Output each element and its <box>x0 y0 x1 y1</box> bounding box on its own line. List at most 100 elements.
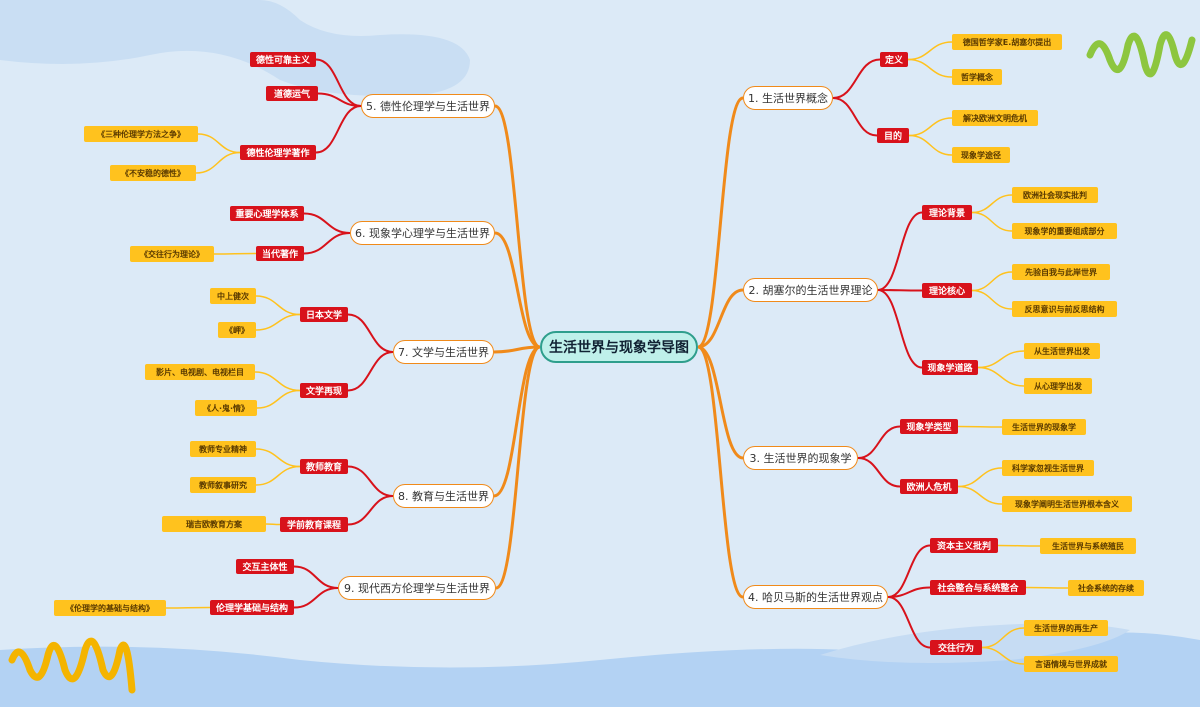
branch-topic[interactable]: 7. 文学与生活世界 <box>393 340 494 364</box>
topic-to-leaf-link <box>265 523 281 526</box>
topic-to-leaf-link <box>908 117 953 137</box>
leaf-topic[interactable]: 从生活世界出发 <box>1024 343 1100 359</box>
branch-topic[interactable]: 3. 生活世界的现象学 <box>743 446 858 470</box>
branch-to-topic-link <box>293 587 339 609</box>
leaf-topic[interactable]: 生活世界的再生产 <box>1024 620 1108 636</box>
topic-to-leaf-link <box>981 646 1025 665</box>
leaf-topic[interactable]: 反思意识与前反思结构 <box>1012 301 1117 317</box>
branch-topic[interactable]: 5. 德性伦理学与生活世界 <box>361 94 495 118</box>
leaf-topic[interactable]: 教师专业精神 <box>190 441 256 457</box>
leaf-topic[interactable]: 科学家忽视生活世界 <box>1002 460 1094 476</box>
subtopic[interactable]: 社会整合与系统整合 <box>930 580 1026 595</box>
sky-cloud-bottom <box>0 632 1200 707</box>
leaf-topic[interactable]: 生活世界与系统殖民 <box>1040 538 1136 554</box>
topic-to-leaf-link <box>1025 586 1069 589</box>
subtopic[interactable]: 定义 <box>880 52 908 67</box>
topic-to-leaf-link <box>971 289 1013 310</box>
subtopic[interactable]: 学前教育课程 <box>280 517 348 532</box>
leaf-topic[interactable]: 《交往行为理论》 <box>130 246 214 262</box>
subtopic[interactable]: 理论背景 <box>922 205 972 220</box>
branch-to-topic-link <box>887 596 931 649</box>
branch-to-topic-link <box>857 425 901 459</box>
subtopic[interactable]: 资本主义批判 <box>930 538 998 553</box>
branch-topic[interactable]: 2. 胡塞尔的生活世界理论 <box>743 278 878 302</box>
leaf-topic[interactable]: 言语情境与世界成就 <box>1024 656 1118 672</box>
leaf-topic[interactable]: 现象学阐明生活世界根本含义 <box>1002 496 1132 512</box>
leaf-topic[interactable]: 影片、电视剧、电视栏目 <box>145 364 255 380</box>
branch-to-topic-link <box>317 92 362 107</box>
branch-topic[interactable]: 9. 现代西方伦理学与生活世界 <box>338 576 496 600</box>
subtopic[interactable]: 现象学道路 <box>922 360 978 375</box>
subtopic[interactable]: 德性伦理学著作 <box>240 145 316 160</box>
topic-to-leaf-link <box>255 313 301 331</box>
center-topic[interactable]: 生活世界与现象学导图 <box>540 331 698 363</box>
branch-topic[interactable]: 6. 现象学心理学与生活世界 <box>350 221 495 245</box>
topic-to-leaf-link <box>165 606 211 609</box>
leaf-topic[interactable]: 《不安稳的德性》 <box>110 165 196 181</box>
topic-to-leaf-link <box>195 151 241 174</box>
subtopic[interactable]: 交往行为 <box>930 640 982 655</box>
branch-to-topic-link <box>877 289 923 292</box>
subtopic[interactable]: 伦理学基础与结构 <box>210 600 294 615</box>
topic-to-leaf-link <box>908 134 953 156</box>
subtopic[interactable]: 现象学类型 <box>900 419 958 434</box>
subtopic[interactable]: 文学再现 <box>300 383 348 398</box>
subtopic[interactable]: 目的 <box>877 128 909 143</box>
center-to-branch-link <box>697 345 744 599</box>
center-to-branch-link <box>495 345 541 590</box>
topic-to-leaf-link <box>971 211 1013 232</box>
leaf-topic[interactable]: 德国哲学家E.胡塞尔提出 <box>952 34 1062 50</box>
topic-to-leaf-link <box>907 58 953 78</box>
leaf-topic[interactable]: 生活世界的现象学 <box>1002 419 1086 435</box>
center-to-branch-link <box>493 345 541 498</box>
leaf-topic[interactable]: 教师叙事研究 <box>190 477 256 493</box>
leaf-topic[interactable]: 从心理学出发 <box>1024 378 1092 394</box>
branch-to-topic-link <box>877 211 923 291</box>
topic-to-leaf-link <box>197 133 241 154</box>
leaf-topic[interactable]: 中上健次 <box>210 288 256 304</box>
branch-to-topic-link <box>347 495 394 526</box>
leaf-topic[interactable]: 欧洲社会现实批判 <box>1012 187 1098 203</box>
leaf-topic[interactable]: 《人·鬼·情》 <box>195 400 257 416</box>
topic-to-leaf-link <box>957 425 1003 428</box>
leaf-topic[interactable]: 《三种伦理学方法之争》 <box>84 126 198 142</box>
subtopic[interactable]: 重要心理学体系 <box>230 206 304 221</box>
leaf-topic[interactable]: 哲学概念 <box>952 69 1002 85</box>
branch-topic[interactable]: 8. 教育与生活世界 <box>393 484 494 508</box>
subtopic[interactable]: 交互主体性 <box>236 559 294 574</box>
branch-to-topic-link <box>347 313 394 353</box>
center-to-branch-link <box>697 288 744 349</box>
subtopic[interactable]: 日本文学 <box>300 307 348 322</box>
leaf-topic[interactable]: 解决欧洲文明危机 <box>952 110 1038 126</box>
topic-to-leaf-link <box>977 350 1025 369</box>
subtopic[interactable]: 欧洲人危机 <box>900 479 958 494</box>
subtopic[interactable]: 德性可靠主义 <box>250 52 316 67</box>
wavy-decoration-yellow <box>8 637 136 694</box>
branch-to-topic-link <box>857 457 901 488</box>
center-to-branch-link <box>493 345 541 354</box>
wavy-decoration-green <box>1086 31 1196 78</box>
subtopic[interactable]: 教师教育 <box>300 459 348 474</box>
branch-to-topic-link <box>303 232 351 255</box>
leaf-topic[interactable]: 现象学途径 <box>952 147 1010 163</box>
leaf-topic[interactable]: 先验自我与此岸世界 <box>1012 264 1110 280</box>
center-to-branch-link <box>494 231 541 349</box>
leaf-topic[interactable]: 社会系统的存续 <box>1068 580 1144 596</box>
center-to-branch-link <box>697 345 744 460</box>
center-to-branch-link <box>494 104 541 349</box>
leaf-topic[interactable]: 瑞吉欧教育方案 <box>162 516 266 532</box>
leaf-topic[interactable]: 《伦理学的基础与结构》 <box>54 600 166 616</box>
subtopic[interactable]: 理论核心 <box>922 283 972 298</box>
topic-to-leaf-link <box>255 448 301 468</box>
branch-to-topic-link <box>315 105 362 154</box>
branch-topic[interactable]: 4. 哈贝马斯的生活世界观点 <box>743 585 888 609</box>
branch-topic[interactable]: 1. 生活世界概念 <box>743 86 833 110</box>
branch-to-topic-link <box>347 351 394 392</box>
leaf-topic[interactable]: 《岬》 <box>218 322 256 338</box>
branch-to-topic-link <box>877 289 923 369</box>
subtopic[interactable]: 当代著作 <box>256 246 304 261</box>
leaf-topic[interactable]: 现象学的重要组成部分 <box>1012 223 1117 239</box>
subtopic[interactable]: 道德运气 <box>266 86 318 101</box>
mindmap-links <box>165 41 1069 665</box>
sky-cloud-top-left <box>0 0 470 96</box>
